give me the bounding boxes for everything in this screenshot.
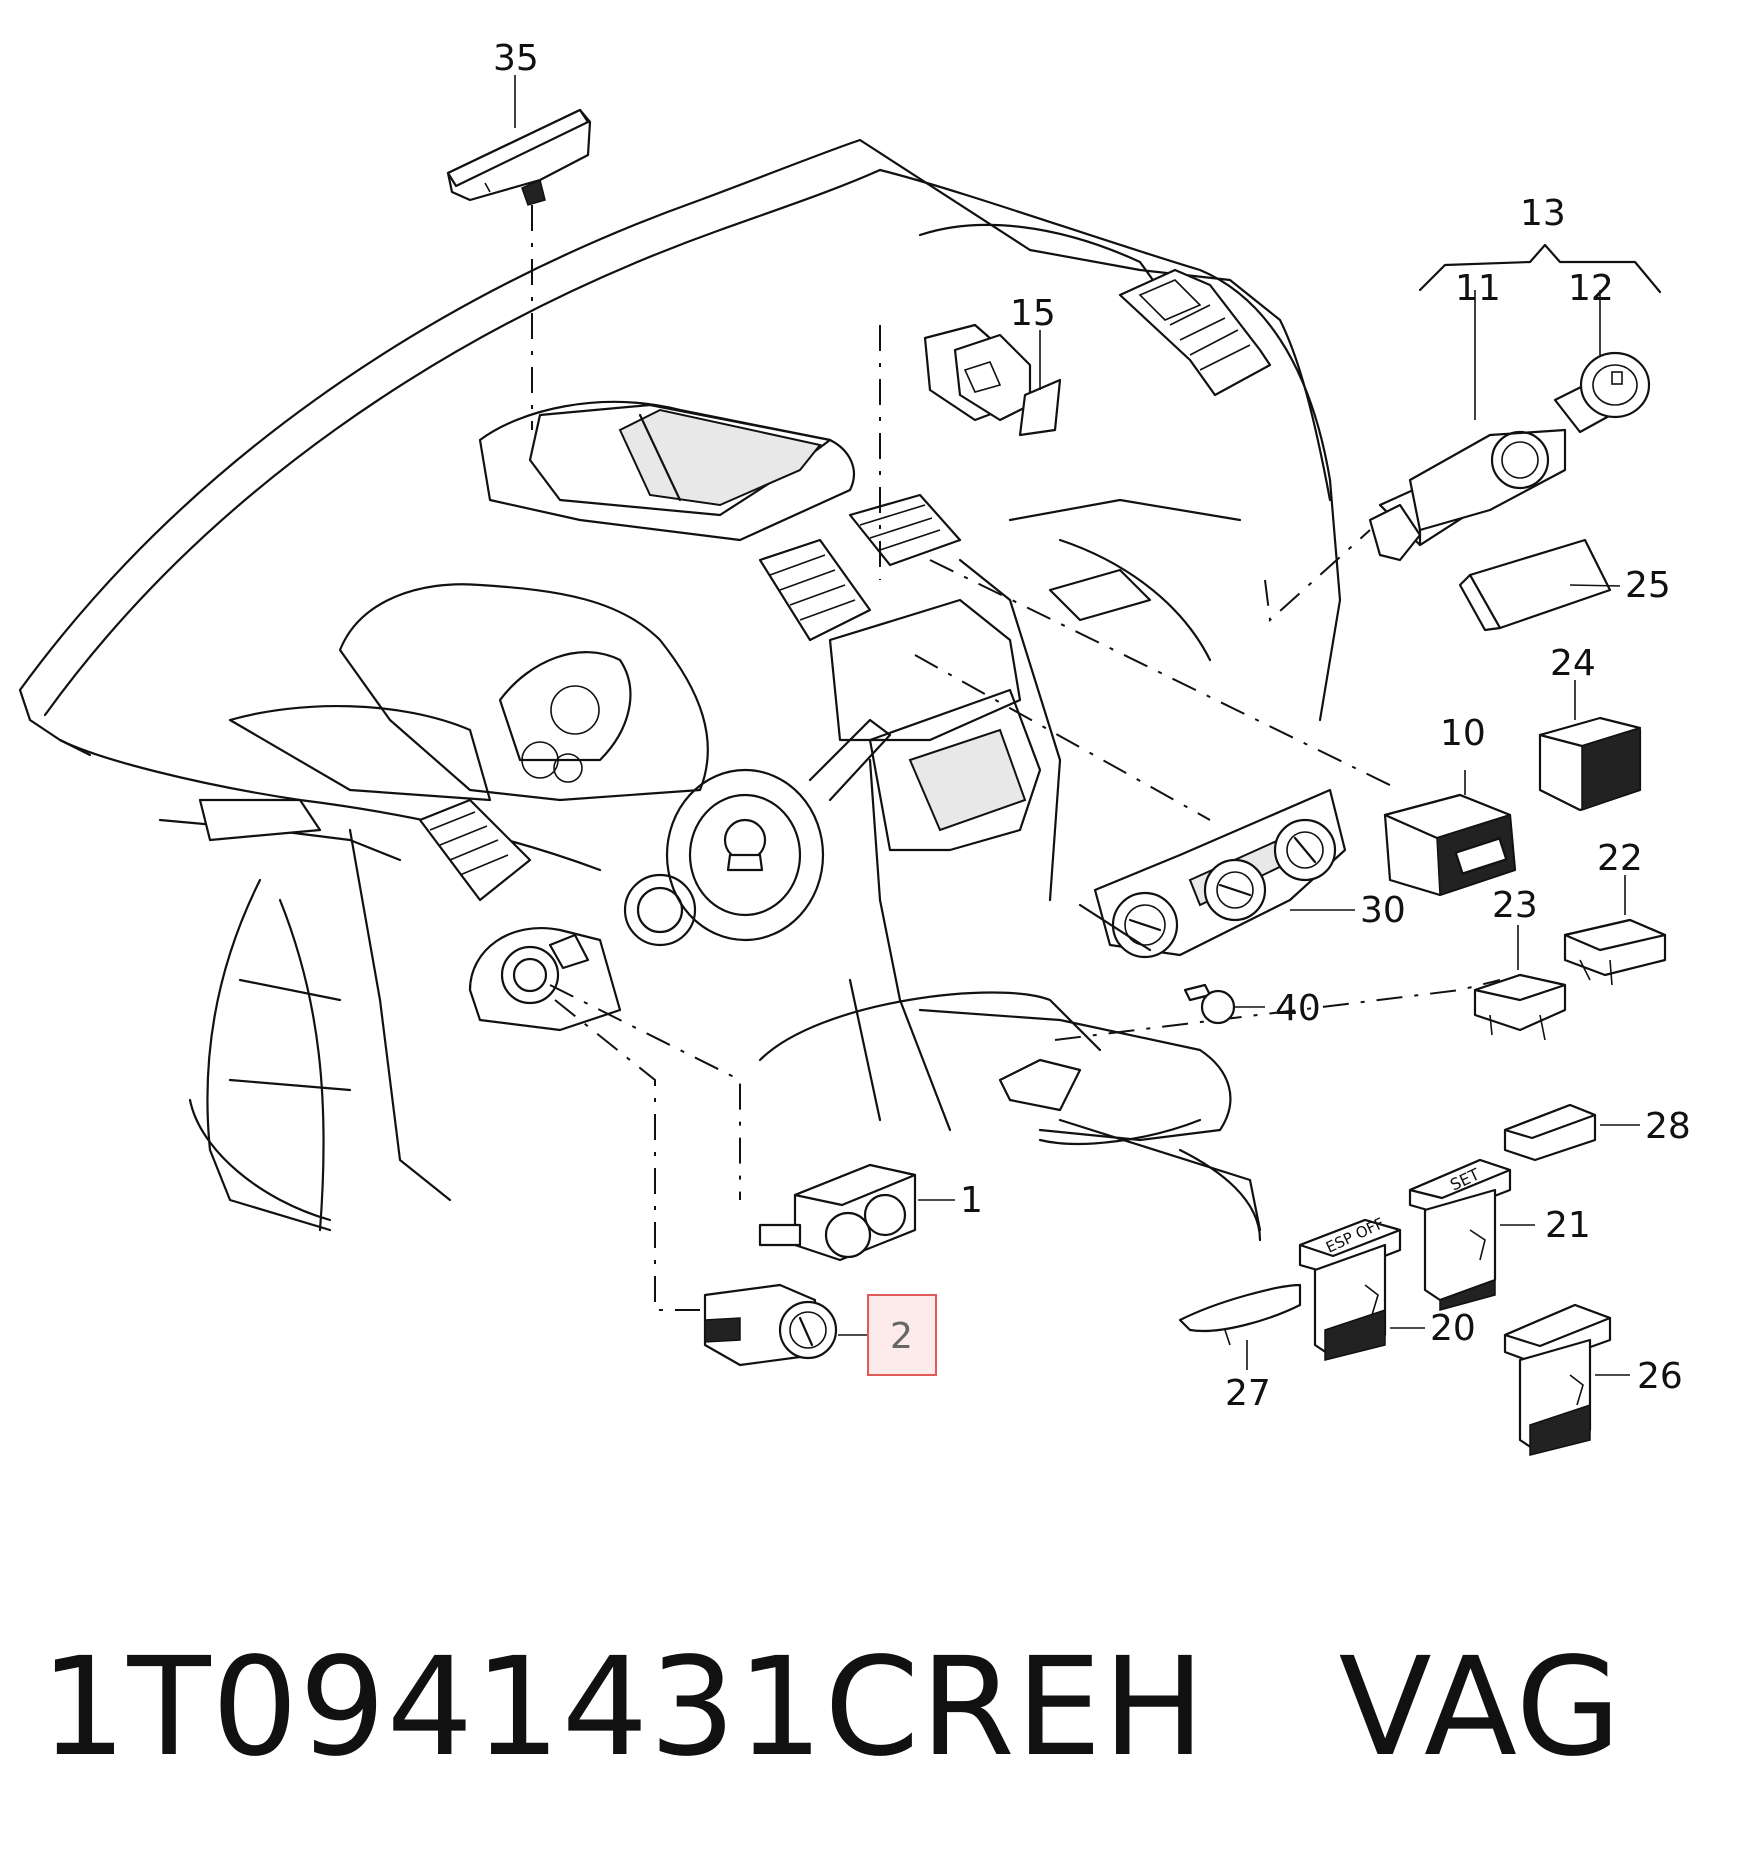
callout-22: 22 [1597, 838, 1643, 879]
callout-20: 20 [1430, 1308, 1476, 1349]
callout-15: 15 [1010, 293, 1056, 334]
callout-11: 11 [1455, 268, 1501, 309]
dashboard-drawing [18, 138, 1342, 1242]
part-13-group [1368, 243, 1662, 562]
part-20: ESP OFF [1298, 1214, 1425, 1361]
callout-21: 21 [1545, 1205, 1591, 1246]
callout-10: 10 [1440, 713, 1486, 754]
part-35 [446, 75, 592, 206]
part-27 [1178, 1283, 1302, 1370]
callout-25: 25 [1625, 565, 1671, 606]
part-25 [1458, 538, 1621, 632]
highlight-box [867, 1294, 937, 1376]
callout-40: 40 [1275, 988, 1321, 1029]
callout-26: 26 [1637, 1356, 1683, 1397]
leader-lines [531, 205, 1501, 1311]
part-15 [923, 323, 1062, 437]
callout-labels: 35 13 11 12 15 25 24 10 22 30 23 40 28 1… [493, 38, 1691, 1414]
callout-35: 35 [493, 38, 539, 79]
callout-2: 2 [890, 1316, 913, 1357]
callout-12: 12 [1568, 268, 1614, 309]
part-number: 1T0941431CREH [40, 1629, 1206, 1787]
part-2 [703, 1283, 868, 1367]
callout-30: 30 [1360, 890, 1406, 931]
callout-23: 23 [1492, 885, 1538, 926]
part-22 [1563, 875, 1667, 986]
part-26 [1503, 1303, 1630, 1456]
part-10 [1383, 770, 1517, 897]
part-24 [1538, 680, 1642, 812]
part-40 [1183, 983, 1265, 1025]
part-21: SET [1408, 1158, 1535, 1311]
part-1 [758, 1163, 955, 1262]
callout-24: 24 [1550, 643, 1596, 684]
part-30 [1078, 788, 1355, 959]
part-28 [1503, 1103, 1640, 1162]
brand-name: VAG [1338, 1629, 1623, 1787]
part-number-caption: 1T0941431CREH VAG [40, 1640, 1622, 1776]
callout-1: 1 [960, 1180, 983, 1221]
callout-27: 27 [1225, 1373, 1271, 1414]
callout-13: 13 [1520, 193, 1566, 234]
part-23 [1473, 925, 1567, 1041]
callout-28: 28 [1645, 1106, 1691, 1147]
